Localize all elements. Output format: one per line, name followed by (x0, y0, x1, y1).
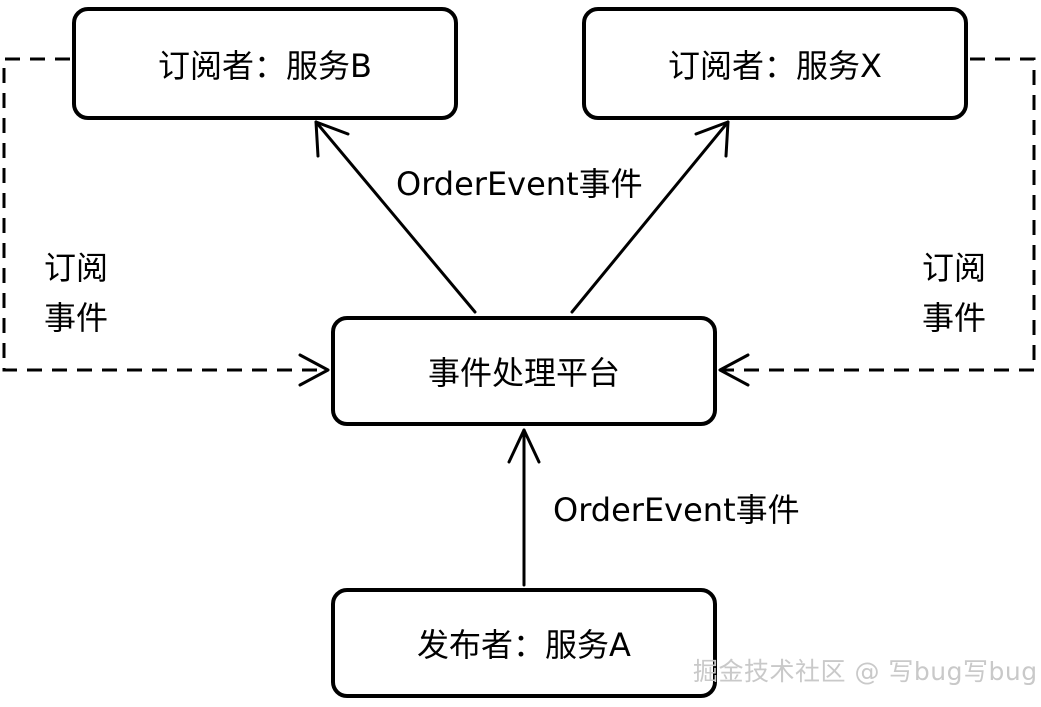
right-subscribe-line-1: 订阅 (922, 249, 987, 287)
subscriber-service-x-label: 订阅者：服务X (668, 46, 882, 85)
subscriber-service-x-box: 订阅者：服务X (582, 7, 968, 120)
arrow-platform-to-b (314, 120, 477, 314)
left-subscribe-line-2: 事件 (44, 299, 109, 337)
publisher-service-a-box: 发布者：服务A (331, 588, 717, 698)
watermark: 掘金技术社区 @ 写bug写bug (693, 657, 1038, 686)
dashed-subscribe-left (2, 57, 326, 372)
subscriber-service-b-label: 订阅者：服务B (158, 46, 372, 85)
order-event-label-top: OrderEvent事件 (396, 165, 643, 203)
arrow-platform-to-x (570, 120, 730, 314)
left-subscribe-label: 订阅 事件 (44, 243, 108, 343)
arrowhead-platform-right (718, 353, 750, 387)
event-platform-label: 事件处理平台 (427, 354, 620, 392)
left-subscribe-line-1: 订阅 (44, 249, 109, 287)
right-subscribe-label: 订阅 事件 (922, 243, 986, 343)
event-platform-box: 事件处理平台 (331, 316, 717, 426)
arrowhead-platform-bottom (507, 428, 541, 464)
order-event-label-bottom: OrderEvent事件 (553, 491, 800, 529)
arrowhead-platform-left (298, 353, 330, 387)
dashed-subscribe-right (722, 57, 1036, 372)
subscriber-service-b-box: 订阅者：服务B (72, 7, 458, 120)
arrowhead-b (314, 120, 350, 158)
publisher-service-a-label: 发布者：服务A (417, 626, 631, 664)
arrowhead-x (694, 120, 730, 158)
right-subscribe-line-2: 事件 (922, 299, 987, 337)
